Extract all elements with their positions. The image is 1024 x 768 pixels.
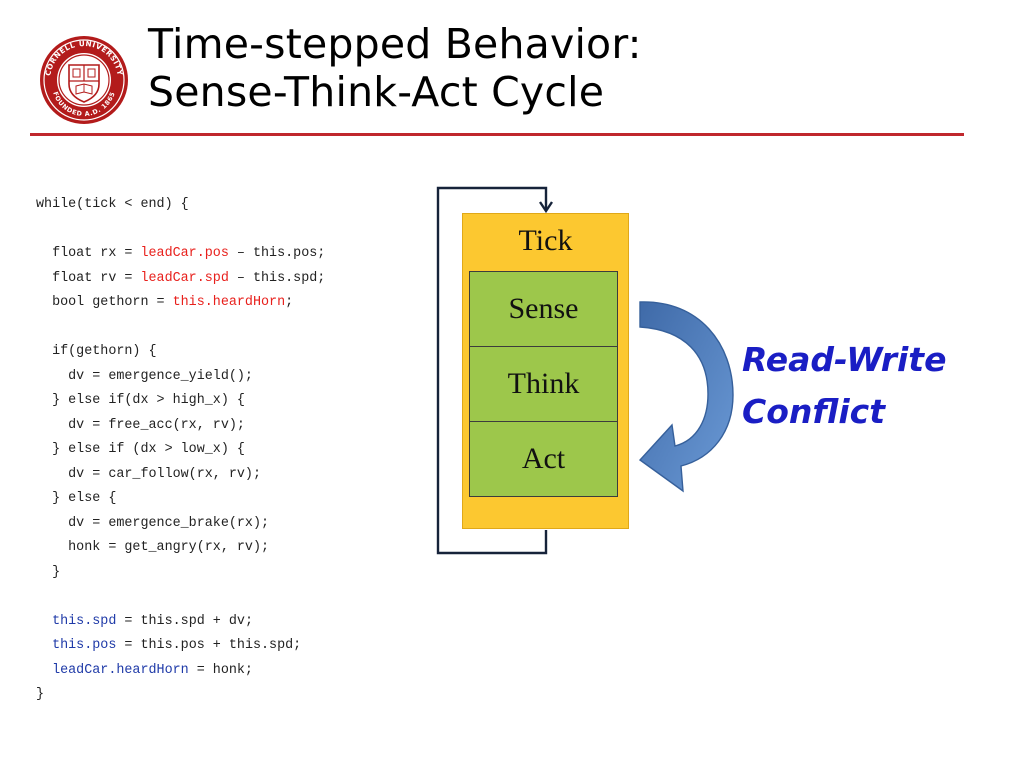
code-text: } else { [36,491,117,506]
conflict-line-2: Conflict [742,392,886,431]
code-text: honk = get_angry(rx, rv); [36,540,270,555]
code-line: honk = get_angry(rx, rv); [36,536,325,561]
code-highlight: leadCar.pos [140,246,229,261]
code-text: } [36,564,61,580]
phase-act: Act [469,421,618,497]
code-text: dv = emergence_brake(rx); [36,515,270,531]
code-line: } [36,561,325,586]
phase-sense: Sense [469,271,618,347]
code-text: ; [285,295,294,310]
code-text: if(gethorn) { [36,344,157,359]
code-line: this.pos = this.pos + this.spd; [36,634,325,659]
code-line: float rv = leadCar.spd – this.spd; [36,267,325,292]
code-text: } else if(dx > high_x) { [36,393,245,408]
code-highlight: leadCar.spd [140,270,229,286]
conflict-line-1: Read-Write [742,340,947,379]
code-highlight: this.pos [52,638,117,653]
conflict-curved-arrow [638,301,734,493]
phase-think: Think [469,346,618,422]
code-text: – this.spd; [228,270,326,286]
code-listing: while(tick < end) { float rx = leadCar.p… [36,193,325,708]
code-line: dv = car_follow(rx, rv); [36,463,325,488]
tick-loop-connector [436,186,553,555]
title-divider [30,133,964,136]
code-text: dv = car_follow(rx, rv); [36,466,261,482]
code-text: } else if (dx > low_x) { [36,442,245,457]
tick-label: Tick [518,224,573,257]
code-line: if(gethorn) { [36,340,325,365]
code-line: } else { [36,487,325,512]
code-text: = this.spd + dv; [116,613,253,629]
code-text: dv = free_acc(rx, rv); [36,417,245,433]
code-line: } [36,683,325,708]
code-text: float rv = [36,270,141,286]
code-highlight: this.heardHorn [172,295,286,310]
code-text: = this.pos + this.spd; [116,638,302,653]
code-line: dv = emergence_yield(); [36,365,325,390]
code-line: float rx = leadCar.pos – this.pos; [36,242,325,267]
code-text: bool gethorn = [36,295,173,310]
slide-title: Time-stepped Behavior: Sense-Think-Act C… [148,20,642,116]
code-line [36,218,325,243]
slide-title-line-2: Sense-Think-Act Cycle [148,68,605,116]
code-text [36,663,52,678]
code-text [36,614,52,629]
code-line: while(tick < end) { [36,193,325,218]
code-line: } else if (dx > low_x) { [36,438,325,463]
code-line [36,585,325,610]
code-line: dv = emergence_brake(rx); [36,512,325,537]
code-line: } else if(dx > high_x) { [36,389,325,414]
read-write-conflict-label: Read-Write Conflict [742,334,946,438]
loop-arrowhead [539,201,553,214]
code-text [36,638,52,653]
code-text: float rx = [36,246,141,261]
slide-title-line-1: Time-stepped Behavior: [148,20,642,68]
code-line: dv = free_acc(rx, rv); [36,414,325,439]
code-line: this.spd = this.spd + dv; [36,610,325,635]
code-line: leadCar.heardHorn = honk; [36,659,325,684]
code-line: bool gethorn = this.heardHorn; [36,291,325,316]
code-highlight: leadCar.heardHorn [52,662,189,678]
cornell-seal-logo: CORNELL UNIVERSITY FOUNDED A.D. 1865 [40,36,128,124]
code-text: = honk; [188,662,253,678]
code-text: } [36,687,45,702]
code-text: – this.pos; [228,246,326,261]
code-highlight: this.spd [52,613,117,629]
code-text: while(tick < end) { [36,197,189,212]
code-line [36,316,325,341]
code-text: dv = emergence_yield(); [36,368,253,384]
